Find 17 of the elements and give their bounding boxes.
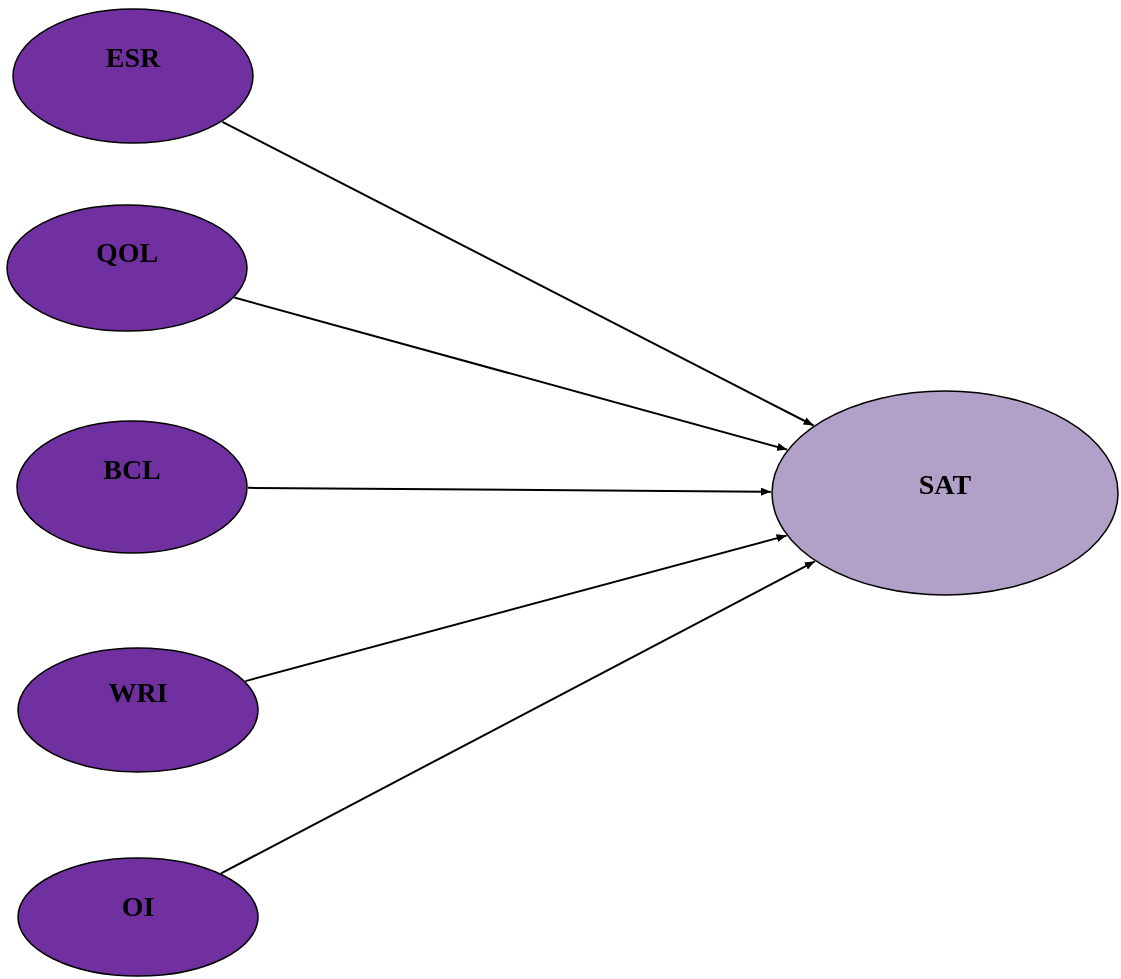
arrow xyxy=(221,120,815,427)
node-label: BCL xyxy=(102,454,162,486)
node-label: ESR xyxy=(104,42,162,74)
node-label: OI xyxy=(120,891,156,923)
ellipse-node xyxy=(16,420,248,554)
ellipse-node xyxy=(12,8,254,144)
arrow xyxy=(247,486,772,496)
ellipse-node xyxy=(6,204,248,332)
node-label: WRI xyxy=(107,677,169,709)
ellipse-node xyxy=(771,390,1119,596)
node-label: SAT xyxy=(917,469,973,501)
node-label: QOL xyxy=(94,237,160,269)
arrow xyxy=(244,534,788,683)
ellipse-node xyxy=(17,647,259,773)
arrow xyxy=(233,296,789,451)
arrow xyxy=(220,560,816,875)
ellipse-node xyxy=(17,857,259,977)
